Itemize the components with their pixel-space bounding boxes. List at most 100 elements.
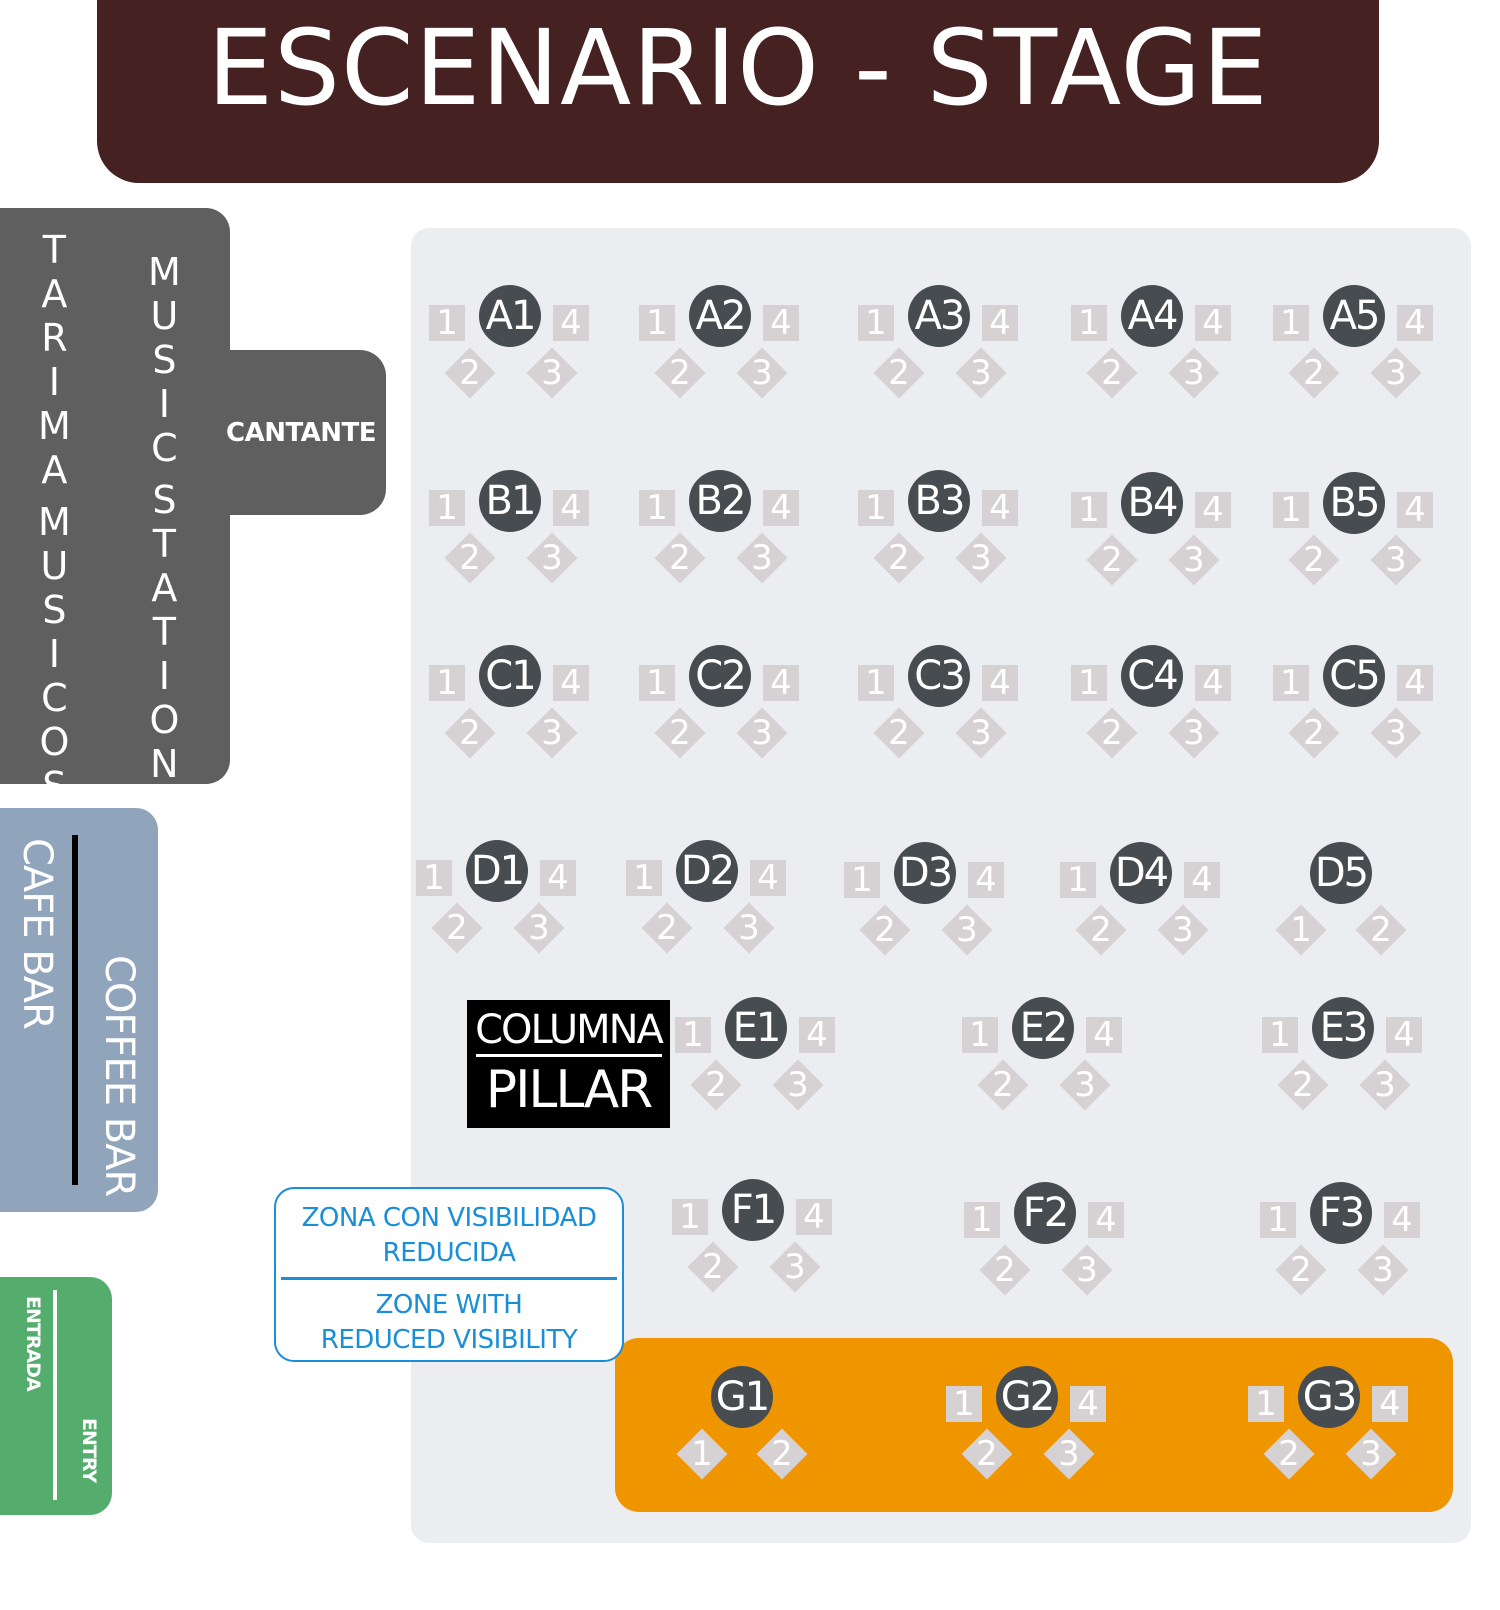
seat-B1-1[interactable]: 1 — [429, 490, 465, 526]
table-C4[interactable]: C4 — [1121, 645, 1183, 707]
seat-E1-1[interactable]: 1 — [675, 1017, 711, 1053]
seat-F2-2[interactable]: 2 — [979, 1244, 1031, 1296]
table-B3[interactable]: B3 — [908, 470, 970, 532]
table-C5[interactable]: C5 — [1323, 645, 1385, 707]
table-B2[interactable]: B2 — [689, 470, 751, 532]
seat-C5-3[interactable]: 3 — [1370, 707, 1422, 759]
seat-G2-2[interactable]: 2 — [961, 1428, 1013, 1480]
table-C2[interactable]: C2 — [689, 645, 751, 707]
seat-B3-1[interactable]: 1 — [858, 490, 894, 526]
seat-F1-3[interactable]: 3 — [769, 1241, 821, 1293]
seat-A3-3[interactable]: 3 — [955, 347, 1007, 399]
seat-D3-2[interactable]: 2 — [859, 904, 911, 956]
seat-A4-3[interactable]: 3 — [1168, 347, 1220, 399]
seat-E3-4[interactable]: 4 — [1386, 1017, 1422, 1053]
seat-D4-2[interactable]: 2 — [1075, 904, 1127, 956]
table-C1[interactable]: C1 — [479, 645, 541, 707]
seat-A4-2[interactable]: 2 — [1086, 347, 1138, 399]
seat-A4-4[interactable]: 4 — [1195, 305, 1231, 341]
table-F2[interactable]: F2 — [1014, 1182, 1076, 1244]
seat-F3-3[interactable]: 3 — [1357, 1244, 1409, 1296]
seat-G3-3[interactable]: 3 — [1345, 1428, 1397, 1480]
seat-C1-4[interactable]: 4 — [553, 665, 589, 701]
seat-C1-2[interactable]: 2 — [444, 707, 496, 759]
seat-A5-1[interactable]: 1 — [1273, 305, 1309, 341]
seat-A4-1[interactable]: 1 — [1071, 305, 1107, 341]
seat-C1-1[interactable]: 1 — [429, 665, 465, 701]
table-F1[interactable]: F1 — [722, 1179, 784, 1241]
table-A4[interactable]: A4 — [1121, 285, 1183, 347]
seat-D1-1[interactable]: 1 — [416, 860, 452, 896]
seat-F3-1[interactable]: 1 — [1260, 1202, 1296, 1238]
seat-B4-4[interactable]: 4 — [1195, 492, 1231, 528]
seat-D1-4[interactable]: 4 — [540, 860, 576, 896]
seat-E2-3[interactable]: 3 — [1059, 1059, 1111, 1111]
seat-A1-3[interactable]: 3 — [526, 347, 578, 399]
seat-E2-1[interactable]: 1 — [962, 1017, 998, 1053]
seat-A5-4[interactable]: 4 — [1397, 305, 1433, 341]
seat-A3-4[interactable]: 4 — [982, 305, 1018, 341]
seat-E1-2[interactable]: 2 — [690, 1059, 742, 1111]
seat-A2-4[interactable]: 4 — [763, 305, 799, 341]
seat-F3-4[interactable]: 4 — [1384, 1202, 1420, 1238]
seat-E3-2[interactable]: 2 — [1277, 1059, 1329, 1111]
seat-D3-1[interactable]: 1 — [844, 862, 880, 898]
table-A3[interactable]: A3 — [908, 285, 970, 347]
seat-G3-2[interactable]: 2 — [1263, 1428, 1315, 1480]
seat-F2-3[interactable]: 3 — [1061, 1244, 1113, 1296]
seat-C5-2[interactable]: 2 — [1288, 707, 1340, 759]
seat-G1-2[interactable]: 2 — [756, 1428, 808, 1480]
seat-D3-4[interactable]: 4 — [968, 862, 1004, 898]
seat-A5-2[interactable]: 2 — [1288, 347, 1340, 399]
table-F3[interactable]: F3 — [1310, 1182, 1372, 1244]
seat-A5-3[interactable]: 3 — [1370, 347, 1422, 399]
seat-E1-3[interactable]: 3 — [772, 1059, 824, 1111]
seat-A2-1[interactable]: 1 — [639, 305, 675, 341]
seat-B1-3[interactable]: 3 — [526, 532, 578, 584]
seat-G2-3[interactable]: 3 — [1043, 1428, 1095, 1480]
seat-E2-4[interactable]: 4 — [1086, 1017, 1122, 1053]
seat-B5-1[interactable]: 1 — [1273, 492, 1309, 528]
table-D1[interactable]: D1 — [466, 840, 528, 902]
table-D2[interactable]: D2 — [676, 840, 738, 902]
table-A1[interactable]: A1 — [479, 285, 541, 347]
table-G3[interactable]: G3 — [1298, 1366, 1360, 1428]
table-B1[interactable]: B1 — [479, 470, 541, 532]
seat-D5-1[interactable]: 1 — [1275, 904, 1327, 956]
table-G2[interactable]: G2 — [996, 1366, 1058, 1428]
seat-G3-1[interactable]: 1 — [1248, 1386, 1284, 1422]
seat-B3-2[interactable]: 2 — [873, 532, 925, 584]
seat-B5-3[interactable]: 3 — [1370, 534, 1422, 586]
seat-D2-4[interactable]: 4 — [750, 860, 786, 896]
seat-E3-3[interactable]: 3 — [1359, 1059, 1411, 1111]
seat-B4-2[interactable]: 2 — [1086, 534, 1138, 586]
seat-C2-3[interactable]: 3 — [736, 707, 788, 759]
seat-F3-2[interactable]: 2 — [1275, 1244, 1327, 1296]
seat-A3-2[interactable]: 2 — [873, 347, 925, 399]
seat-C4-2[interactable]: 2 — [1086, 707, 1138, 759]
seat-C1-3[interactable]: 3 — [526, 707, 578, 759]
seat-C3-4[interactable]: 4 — [982, 665, 1018, 701]
seat-A2-2[interactable]: 2 — [654, 347, 706, 399]
seat-C5-4[interactable]: 4 — [1397, 665, 1433, 701]
seat-B4-1[interactable]: 1 — [1071, 492, 1107, 528]
seat-D2-2[interactable]: 2 — [641, 902, 693, 954]
seat-B5-2[interactable]: 2 — [1288, 534, 1340, 586]
table-E3[interactable]: E3 — [1312, 997, 1374, 1059]
seat-C2-2[interactable]: 2 — [654, 707, 706, 759]
seat-B2-4[interactable]: 4 — [763, 490, 799, 526]
seat-C5-1[interactable]: 1 — [1273, 665, 1309, 701]
seat-B2-1[interactable]: 1 — [639, 490, 675, 526]
seat-F2-1[interactable]: 1 — [964, 1202, 1000, 1238]
seat-G1-1[interactable]: 1 — [676, 1428, 728, 1480]
seat-A3-1[interactable]: 1 — [858, 305, 894, 341]
seat-F1-4[interactable]: 4 — [796, 1199, 832, 1235]
seat-G2-4[interactable]: 4 — [1070, 1386, 1106, 1422]
table-D3[interactable]: D3 — [894, 842, 956, 904]
seat-E1-4[interactable]: 4 — [799, 1017, 835, 1053]
seat-F1-2[interactable]: 2 — [687, 1241, 739, 1293]
seat-D4-4[interactable]: 4 — [1184, 862, 1220, 898]
seat-A1-4[interactable]: 4 — [553, 305, 589, 341]
seat-A1-1[interactable]: 1 — [429, 305, 465, 341]
seat-E2-2[interactable]: 2 — [977, 1059, 1029, 1111]
